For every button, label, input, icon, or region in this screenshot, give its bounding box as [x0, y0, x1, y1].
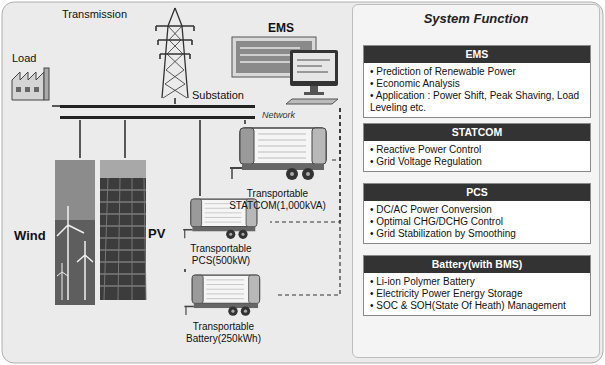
pv-array-photo: [100, 160, 146, 300]
load-node: Load: [8, 52, 52, 110]
ems-computer-node: EMS: [230, 20, 343, 108]
ems-computer: [286, 99, 338, 104]
node-label: Transportable Battery(250kWh): [174, 321, 273, 345]
factory-icon: [44, 68, 49, 100]
wind-farm-photo: [57, 263, 68, 300]
node-label: Transportable STATCOM(1,000kVA): [227, 188, 328, 212]
wind-farm-photo: [57, 206, 84, 300]
function-item: • Reactive Power Control: [364, 144, 590, 156]
system-function-panel: System FunctionEMS • Prediction of Renewa…: [352, 4, 600, 358]
function-heading: Battery(with BMS): [364, 256, 590, 273]
battery-trailer: Transportable Battery(250kWh): [172, 272, 275, 360]
substation-bus: Substation: [60, 104, 255, 120]
function-item: • Li-ion Polymer Battery: [364, 276, 590, 288]
wind-farm-photo: [55, 160, 95, 220]
statcom-trailer-picture: [230, 128, 326, 180]
node-label: Load: [12, 52, 36, 65]
power-line: [199, 120, 201, 196]
node-label: System Function: [353, 11, 599, 27]
factory-icon: [16, 87, 21, 92]
function-heading: PCS: [364, 184, 590, 201]
factory-icon: [34, 87, 39, 92]
function-item: • Optimal CHG/DCHG Control: [364, 216, 590, 228]
node-label: PV: [148, 226, 165, 241]
node-label: Wind: [14, 228, 46, 243]
power-line: [79, 120, 81, 158]
ems-computer: [232, 37, 338, 104]
function-item: • Grid Stabilization by Smoothing: [364, 228, 590, 240]
function-item: • Application : Power Shift, Peak Shavin…: [364, 90, 590, 114]
pcs-trailer: Transportable PCS(500kW): [172, 196, 270, 269]
bus-bars: [60, 105, 255, 108]
node-label: EMS: [268, 21, 294, 35]
function-item: • Electricity Power Energy Storage: [364, 288, 590, 300]
wind-farm: Wind: [12, 158, 97, 308]
function-box: EMS • Prediction of Renewable Power• Econ…: [363, 45, 591, 118]
wind-farm-photo: [55, 160, 95, 305]
ems-computer: [293, 53, 335, 81]
network-link: [330, 108, 340, 160]
wind-farm-photo: [55, 160, 95, 305]
function-item: • Economic Analysis: [364, 78, 590, 90]
statcom-trailer: Transportable STATCOM(1,000kVA): [225, 124, 330, 216]
power-line: [174, 98, 176, 104]
transmission-tower: [162, 8, 188, 98]
bus-bars: [60, 116, 255, 119]
function-box: STATCOM • Reactive Power Control• Grid Vo…: [363, 123, 591, 172]
transmission-tower: [156, 8, 194, 98]
function-item: • Prediction of Renewable Power: [364, 66, 590, 78]
factory-icon: [12, 72, 44, 100]
ems-computer: [290, 50, 338, 86]
pv-array: PV: [98, 158, 168, 303]
factory-icon: [25, 87, 30, 92]
wind-farm-photo: [77, 241, 93, 300]
transmission-tower: [156, 26, 194, 59]
function-heading: STATCOM: [364, 124, 590, 141]
pv-array-photo: [104, 178, 146, 300]
power-line: [52, 105, 60, 107]
function-box: PCS • DC/AC Power Conversion• Optimal CHG…: [363, 183, 591, 244]
function-heading: EMS: [364, 46, 590, 63]
node-label: Substation: [192, 89, 244, 102]
wind-farm-photo: [57, 206, 93, 300]
node-label: Transmission: [62, 8, 127, 21]
transmission-node: Transmission: [62, 4, 205, 98]
function-item: • DC/AC Power Conversion: [364, 204, 590, 216]
function-item: • SOC & SOH(State Of Heath) Management: [364, 300, 590, 312]
transmission-tower: [156, 26, 194, 54]
battery-trailer-picture: [184, 275, 259, 316]
function-item: • Grid Voltage Regulation: [364, 156, 590, 168]
power-line: [184, 269, 186, 272]
transmission-tower: [163, 26, 187, 98]
bus-bars: [60, 105, 255, 119]
factory-icon: [12, 68, 49, 100]
pv-array-photo: [100, 160, 146, 178]
ems-computer: [297, 60, 330, 72]
node-label: Transportable PCS(500kW): [174, 243, 268, 267]
power-line: [124, 120, 126, 158]
network-label: Network: [262, 110, 295, 121]
pv-array-photo: [100, 160, 146, 300]
function-box: Battery(with BMS) • Li-ion Polymer Batter…: [363, 255, 591, 316]
power-line: [244, 120, 246, 124]
ems-computer: [304, 86, 324, 95]
